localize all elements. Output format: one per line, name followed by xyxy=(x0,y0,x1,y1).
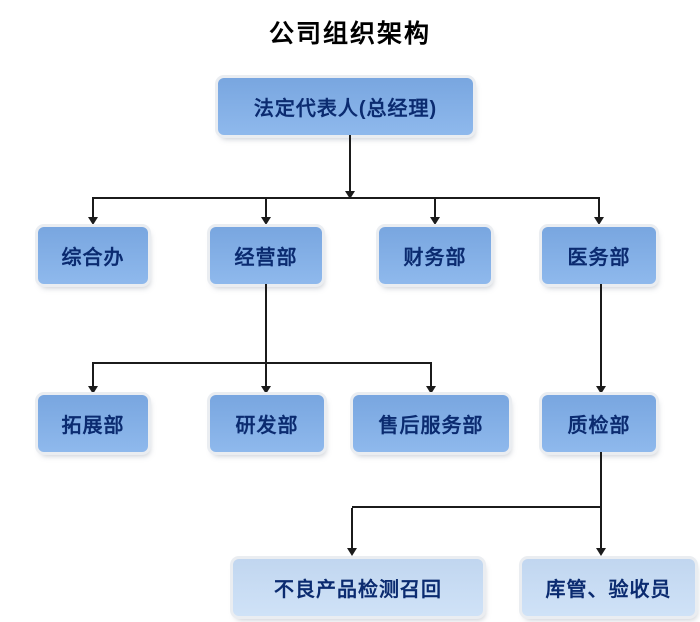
node-business-dept: 经营部 xyxy=(210,227,322,284)
connector-drop-jingyingbu xyxy=(265,199,267,217)
connector-quality-stem xyxy=(600,452,602,548)
arrowhead-zongheban xyxy=(88,217,98,225)
arrowhead-caiwubu xyxy=(430,217,440,225)
node-quality-dept: 质检部 xyxy=(542,395,656,452)
connector-level3-rail xyxy=(92,362,432,364)
node-rnd-dept: 研发部 xyxy=(210,395,324,452)
arrowhead-yiwubu xyxy=(594,217,604,225)
arrowhead-zhijianbu xyxy=(596,386,606,394)
node-expansion-dept: 拓展部 xyxy=(38,395,148,452)
node-medical-dept: 医务部 xyxy=(542,227,656,284)
connector-medical-stem xyxy=(600,284,602,386)
arrowhead-jingyingbu xyxy=(261,217,271,225)
connector-drop-zongheban xyxy=(92,199,94,217)
connector-level2-rail xyxy=(92,197,600,199)
connector-business-stem xyxy=(265,284,267,386)
node-defective-product-recall: 不良产品检测召回 xyxy=(233,559,483,616)
arrowhead-kuguan xyxy=(596,548,606,556)
node-finance-dept: 财务部 xyxy=(379,227,491,284)
node-general-office: 综合办 xyxy=(38,227,148,284)
arrowhead-shouhou xyxy=(426,386,436,394)
connector-drop-recall xyxy=(351,508,353,548)
node-warehouse-inspector: 库管、验收员 xyxy=(522,559,695,616)
connector-root-stem xyxy=(349,135,351,192)
node-legal-representative: 法定代表人(总经理) xyxy=(218,78,473,135)
connector-level4-rail xyxy=(352,506,602,508)
page-title: 公司组织架构 xyxy=(268,20,431,48)
arrowhead-tuozhanbu xyxy=(88,386,98,394)
connector-drop-shouhou xyxy=(430,364,432,386)
connector-drop-caiwubu xyxy=(434,199,436,217)
connector-drop-yiwubu xyxy=(598,199,600,217)
node-aftersales-dept: 售后服务部 xyxy=(353,395,509,452)
arrowhead-yanfabu xyxy=(261,386,271,394)
arrowhead-recall xyxy=(347,548,357,556)
arrowhead-root-junction xyxy=(345,191,355,199)
connector-drop-tuozhanbu xyxy=(92,364,94,386)
